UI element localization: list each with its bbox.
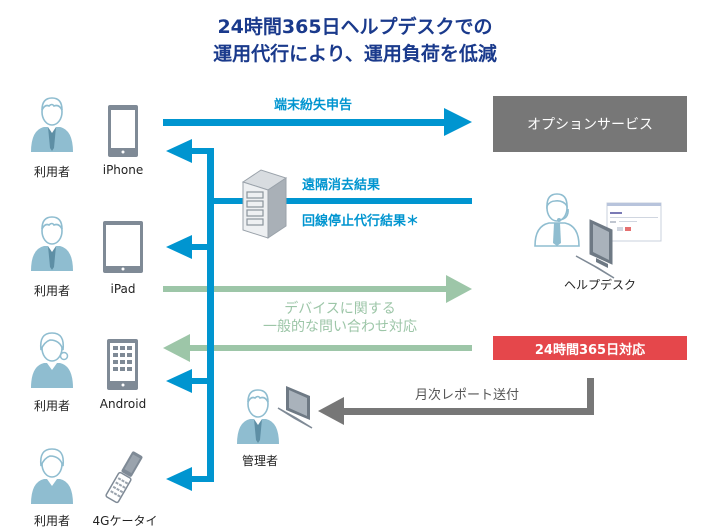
loss-report-label: 端末紛失申告 (274, 98, 353, 113)
user-role-label: 利用者 (33, 514, 70, 528)
title-line-1: 24時間365日ヘルプデスクでの (217, 16, 493, 38)
admin-label: 管理者 (241, 454, 278, 468)
device-label-android: Android (99, 397, 147, 411)
inquiry-label-line-2: 一般的な問い合わせ対応 (263, 319, 417, 335)
helpdesk-operator-icon (534, 193, 662, 279)
male-user-icon (30, 216, 74, 272)
arrow-to-4g-phone (166, 467, 192, 491)
male-user-icon (30, 97, 74, 153)
device-label-ipad: iPad (110, 282, 136, 296)
loss-report-arrow (163, 108, 472, 136)
support-24h-badge: 24時間365日対応 (493, 336, 687, 360)
blue-bus (166, 139, 472, 491)
android-phone-icon (107, 339, 138, 390)
inquiry-arrow-right (163, 275, 472, 303)
device-label-4g-phone: 4Gケータイ (92, 514, 158, 528)
server-icon (241, 169, 288, 239)
flip-phone-icon (105, 451, 143, 504)
helpdesk-label: ヘルプデスク (563, 278, 636, 292)
title-line-2: 運用代行により、運用負荷を低減 (213, 43, 497, 65)
arrow-to-iphone (166, 139, 192, 163)
monthly-report-arrow (318, 378, 594, 425)
remote-wipe-label: 遠隔消去結果 (302, 178, 381, 193)
smartphone-icon (108, 105, 138, 157)
female-user-icon (30, 448, 74, 505)
monthly-report-label: 月次レポート送付 (415, 388, 520, 403)
server-link-line (210, 198, 472, 204)
inquiry-arrow-left (163, 334, 472, 362)
user-role-label: 利用者 (33, 284, 70, 298)
admin-user-icon (236, 386, 313, 445)
tablet-icon (103, 221, 143, 273)
user-role-label: 利用者 (33, 165, 70, 179)
arrow-to-android (166, 369, 192, 393)
arrow-to-ipad (166, 235, 192, 259)
female-user-headset-icon (30, 332, 74, 389)
device-label-iphone: iPhone (102, 163, 144, 177)
inquiry-label-line-1: デバイスに関する (284, 301, 396, 317)
line-suspend-label: 回線停止代行結果＊ (302, 214, 420, 229)
option-service-box: オプションサービス (493, 96, 687, 152)
user-role-label: 利用者 (33, 399, 70, 413)
bus-vertical-line (207, 148, 214, 482)
